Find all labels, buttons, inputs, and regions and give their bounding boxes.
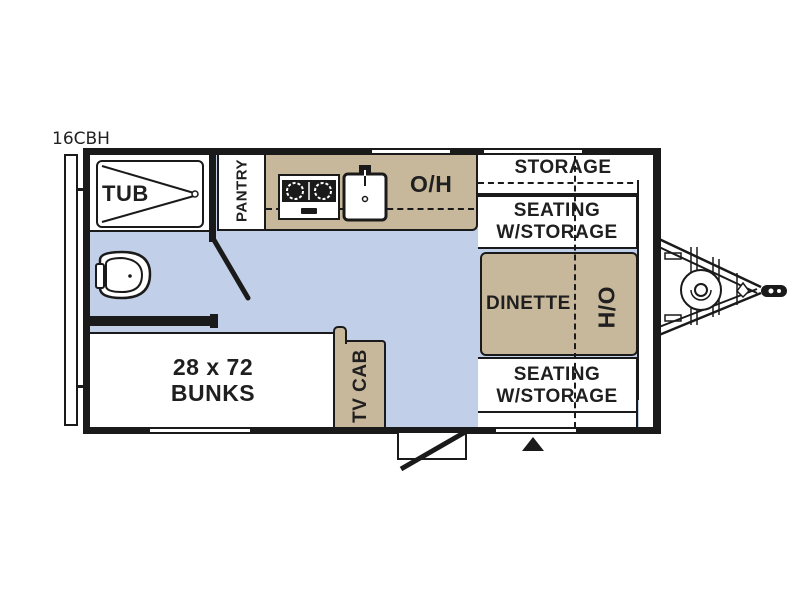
model-name: 16CBH — [52, 129, 110, 149]
toilet-icon — [95, 250, 152, 300]
seating-top-line1: SEATING — [513, 200, 601, 221]
seating-bottom-base-line — [478, 411, 636, 413]
front-storage: STORAGE — [478, 155, 653, 195]
tv-cabinet: TV CAB — [333, 340, 386, 427]
bath-wall-right — [209, 155, 216, 242]
window-bottom-bunks — [150, 429, 250, 432]
seating-bottom: SEATING W/STORAGE — [478, 357, 638, 427]
stove-icon — [278, 174, 340, 220]
front-right-panel — [639, 182, 653, 427]
seating-top: SEATING W/STORAGE — [478, 195, 638, 249]
rear-bumper-bracket-bottom — [78, 385, 84, 388]
entry-step-arrow-icon — [522, 437, 544, 451]
bunks-label: BUNKS — [170, 380, 256, 406]
tv-cabinet-tab — [333, 326, 347, 344]
tub-label: TUB — [102, 181, 149, 206]
dinette-label: DINETTE — [486, 293, 571, 314]
bunks: 28 x 72 BUNKS — [90, 334, 336, 427]
bath-bunk-wall — [90, 316, 218, 326]
seating-top-line2: W/STORAGE — [496, 222, 618, 243]
seating-bottom-line1: SEATING — [513, 364, 601, 385]
window-bottom-front — [496, 429, 576, 432]
front-right-cabinet-edge — [637, 180, 639, 400]
bathtub-icon — [101, 165, 199, 223]
pantry: PANTRY — [217, 155, 266, 231]
front-center-line — [574, 156, 576, 428]
bathtub: TUB — [96, 160, 204, 228]
bath-door[interactable] — [208, 236, 258, 306]
window-top-kitchen — [372, 150, 450, 153]
seating-bottom-line2: W/STORAGE — [496, 386, 618, 407]
entry-door-icon[interactable] — [395, 425, 475, 475]
dinette-table[interactable]: DINETTE O/H — [480, 252, 638, 356]
tv-cabinet-label: TV CAB — [350, 349, 371, 423]
bath-bunk-wall-stub — [210, 314, 218, 328]
rear-bumper-bracket-top — [78, 188, 84, 191]
storage-overhead-line — [478, 182, 653, 184]
bunks-top-border — [90, 332, 336, 334]
bunks-size-label: 28 x 72 — [172, 354, 254, 380]
pantry-label: PANTRY — [233, 159, 251, 222]
storage-label: STORAGE — [514, 157, 612, 178]
hitch-tongue-icon — [658, 237, 787, 337]
window-top-front — [484, 150, 582, 153]
dinette-overhead-label: O/H — [593, 286, 620, 329]
sink-icon — [342, 165, 388, 222]
rear-bumper — [64, 154, 78, 426]
kitchen-overhead-label: O/H — [410, 171, 453, 197]
